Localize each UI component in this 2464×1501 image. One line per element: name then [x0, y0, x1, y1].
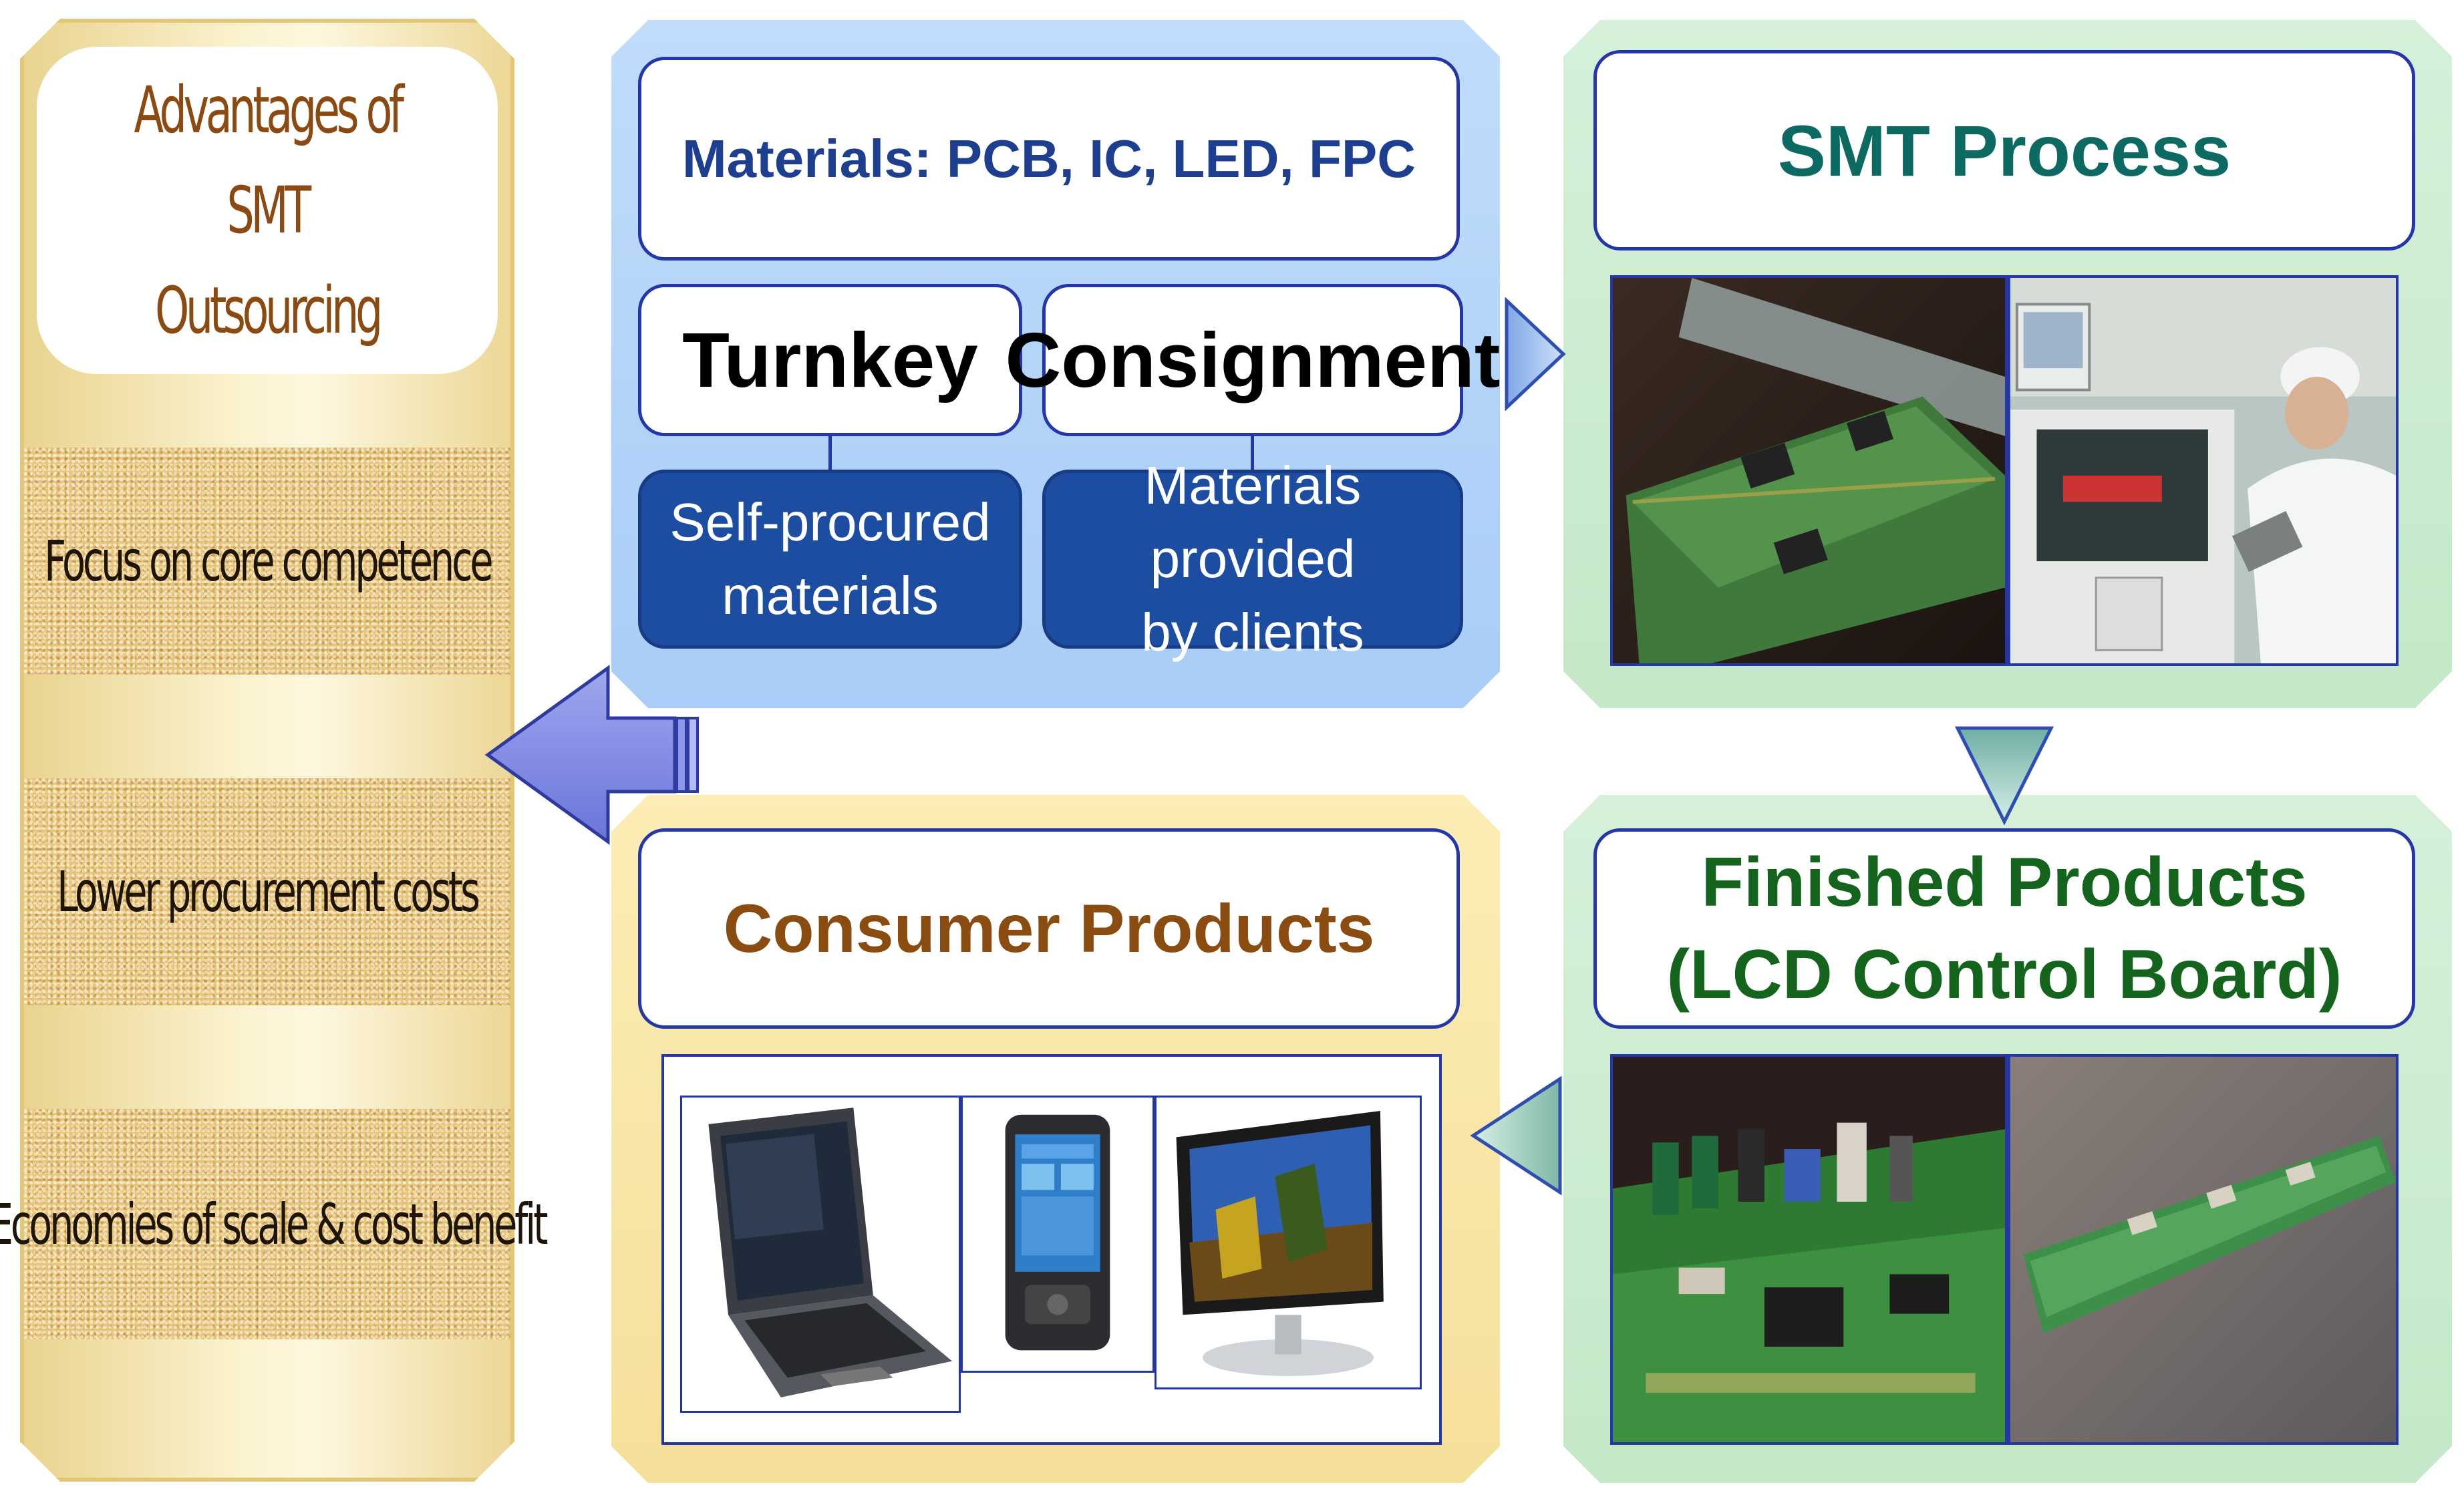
smt-photo-operator	[2008, 275, 2399, 666]
smt-title: SMT Process	[1777, 110, 2231, 191]
advantage-item-2: Lower procurement costs	[24, 778, 510, 1005]
smt-photo-pcb	[1610, 275, 2008, 666]
laptop-image	[680, 1096, 961, 1413]
turnkey-label: Turnkey	[682, 317, 978, 403]
turnkey-description-box: Self-procured materials	[638, 470, 1022, 649]
finished-photo-board-closeup	[1610, 1054, 2008, 1445]
arrow-right-icon	[1505, 297, 1566, 411]
advantage-item-label: Economies of scale & cost benefit	[0, 1191, 548, 1257]
consignment-box: Consignment	[1005, 284, 1501, 436]
turnkey-description: Self-procured materials	[669, 492, 991, 625]
consignment-description-box: Materials provided by clients	[1042, 456, 1463, 662]
advantage-item-3: Economies of scale & cost benefit	[0, 1109, 548, 1339]
finished-title: Finished Products (LCD Control Board)	[1666, 844, 2342, 1013]
advantages-title-box: Advantages of SMT Outsourcing	[37, 47, 498, 374]
consumer-title: Consumer Products	[723, 890, 1375, 967]
arrow-left-icon	[1470, 1075, 1562, 1196]
consignment-connector	[1251, 436, 1254, 470]
advantage-item-label: Focus on core competence	[43, 528, 493, 594]
consumer-title-box: Consumer Products	[638, 828, 1460, 1029]
advantage-item-label: Lower procurement costs	[57, 859, 480, 925]
pda-phone-image	[961, 1096, 1154, 1373]
arrow-down-icon	[1954, 726, 2054, 825]
finished-photo-board-strip	[2008, 1054, 2399, 1445]
smt-title-box: SMT Process	[1593, 50, 2415, 251]
materials-label: Materials: PCB, IC, LED, FPC	[682, 128, 1416, 188]
consignment-label: Consignment	[1005, 317, 1501, 403]
finished-title-box: Finished Products (LCD Control Board)	[1593, 828, 2415, 1029]
advantage-item-1: Focus on core competence	[24, 448, 510, 675]
materials-box: Materials: PCB, IC, LED, FPC	[638, 57, 1460, 261]
monitor-image	[1154, 1096, 1422, 1389]
turnkey-connector	[828, 436, 832, 470]
advantages-title: Advantages of SMT Outsourcing	[134, 73, 404, 348]
consignment-description: Materials provided by clients	[1141, 456, 1364, 662]
turnkey-box: Turnkey	[638, 284, 1022, 436]
arrow-to-advantages-icon	[484, 665, 699, 845]
